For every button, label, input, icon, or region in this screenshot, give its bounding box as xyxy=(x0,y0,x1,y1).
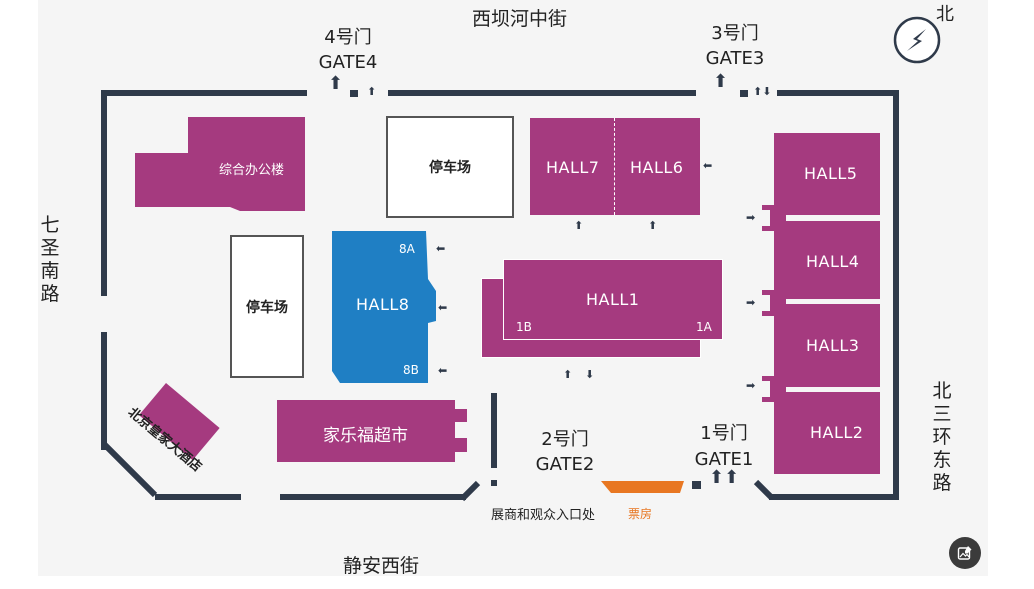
hall8-block xyxy=(332,231,436,383)
office-label: 综合办公楼 xyxy=(219,163,285,178)
gate2-en: GATE2 xyxy=(535,454,595,475)
wall-south-mid xyxy=(280,494,466,500)
wall-south-east xyxy=(769,494,898,500)
hall1-front xyxy=(503,259,723,340)
parking-north: 停车场 xyxy=(386,116,514,218)
image-edit-button[interactable] xyxy=(949,537,981,569)
gate3-arrow-icon: ⬆ xyxy=(713,71,729,92)
street-south: 静安西街 xyxy=(343,555,420,577)
gate1-arrows-icon: ⬆⬆ xyxy=(709,467,740,488)
hall5-label: HALL5 xyxy=(804,164,858,183)
hall8-label: HALL8 xyxy=(356,295,410,314)
wall-north-west xyxy=(101,90,307,96)
wall-corner-gate1 xyxy=(753,479,775,501)
hall6-arrow-icon: ⬅ xyxy=(703,159,713,172)
gate3-en: GATE3 xyxy=(705,48,765,69)
hall1-1b: 1B xyxy=(516,320,532,334)
hall5-arrow-icon: ➡ xyxy=(746,211,756,224)
hall7-label: HALL7 xyxy=(546,158,600,177)
hall3-label: HALL3 xyxy=(806,336,860,355)
gate3-post xyxy=(740,90,748,97)
hall8-8a: 8A xyxy=(399,242,415,256)
compass-label: 北 xyxy=(936,4,954,25)
wall-west-lower xyxy=(101,332,107,450)
gate1-cn: 1号门 xyxy=(700,423,748,444)
hall8-mid-arrow-icon: ⬅ xyxy=(438,301,448,314)
street-east: 北三环东路 xyxy=(932,380,952,494)
gate3-small-arrows-icon: ⬆⬇ xyxy=(753,85,772,98)
wall-north-mid xyxy=(388,90,696,96)
parking-north-label: 停车场 xyxy=(429,160,471,176)
hall6-label: HALL6 xyxy=(630,158,684,177)
wall-corner-gate2 xyxy=(460,480,481,502)
parking-west-label: 停车场 xyxy=(246,299,288,316)
wall-east xyxy=(893,90,899,500)
hall8b-arrow-icon: ⬅ xyxy=(438,364,448,377)
gate2-cn: 2号门 xyxy=(541,429,589,450)
entrance-note: 展商和观众入口处 xyxy=(491,508,596,523)
gate1-en: GATE1 xyxy=(694,449,754,470)
hall8a-arrow-icon: ⬅ xyxy=(436,242,446,255)
wall-gate2-post xyxy=(491,480,497,486)
gate4-small-arrow-icon: ⬆ xyxy=(367,85,377,98)
ticket-office-shape xyxy=(601,481,684,493)
east-halls-block xyxy=(762,133,880,474)
gate1-post xyxy=(692,481,701,489)
hall4-label: HALL4 xyxy=(806,252,860,271)
gate4-arrow-icon: ⬆ xyxy=(328,73,344,94)
office-building xyxy=(135,117,305,211)
hall1-up-arrow-icon: ⬆ xyxy=(563,368,573,381)
hall1-label: HALL1 xyxy=(586,290,640,309)
parking-west: 停车场 xyxy=(230,235,304,378)
ticket-office-label: 票房 xyxy=(628,507,653,521)
supermarket-label: 家乐福超市 xyxy=(323,426,408,446)
wall-south-west xyxy=(155,494,241,500)
hall1-1a: 1A xyxy=(696,320,712,334)
hall7-arrow-icon: ⬆ xyxy=(574,219,584,232)
hall6-bottom-arrow-icon: ⬆ xyxy=(648,219,658,232)
hall4-arrow-icon: ➡ xyxy=(746,296,756,309)
wall-north-east xyxy=(777,90,898,96)
gate4-cn: 4号门 xyxy=(324,27,372,48)
hall7-hall6-block: HALL7 HALL6 xyxy=(530,118,700,215)
gate3-cn: 3号门 xyxy=(711,23,759,44)
hall1-down-arrow-icon: ⬇ xyxy=(585,368,595,381)
wall-corner-sw xyxy=(101,441,158,498)
north-arrow-icon xyxy=(893,16,941,64)
street-north: 西坝河中街 xyxy=(472,8,568,30)
hall3-arrow-icon: ➡ xyxy=(746,379,756,392)
hall8-8b: 8B xyxy=(403,363,419,377)
hall-divider xyxy=(614,118,615,215)
hall2-label: HALL2 xyxy=(810,423,864,442)
wall-gate2 xyxy=(491,393,497,468)
street-west: 七圣南路 xyxy=(40,214,60,305)
gate4-en: GATE4 xyxy=(318,52,378,73)
gate4-post xyxy=(350,90,358,97)
wall-west-upper xyxy=(101,90,107,296)
supermarket-building xyxy=(277,400,467,462)
image-edit-icon xyxy=(957,546,972,560)
